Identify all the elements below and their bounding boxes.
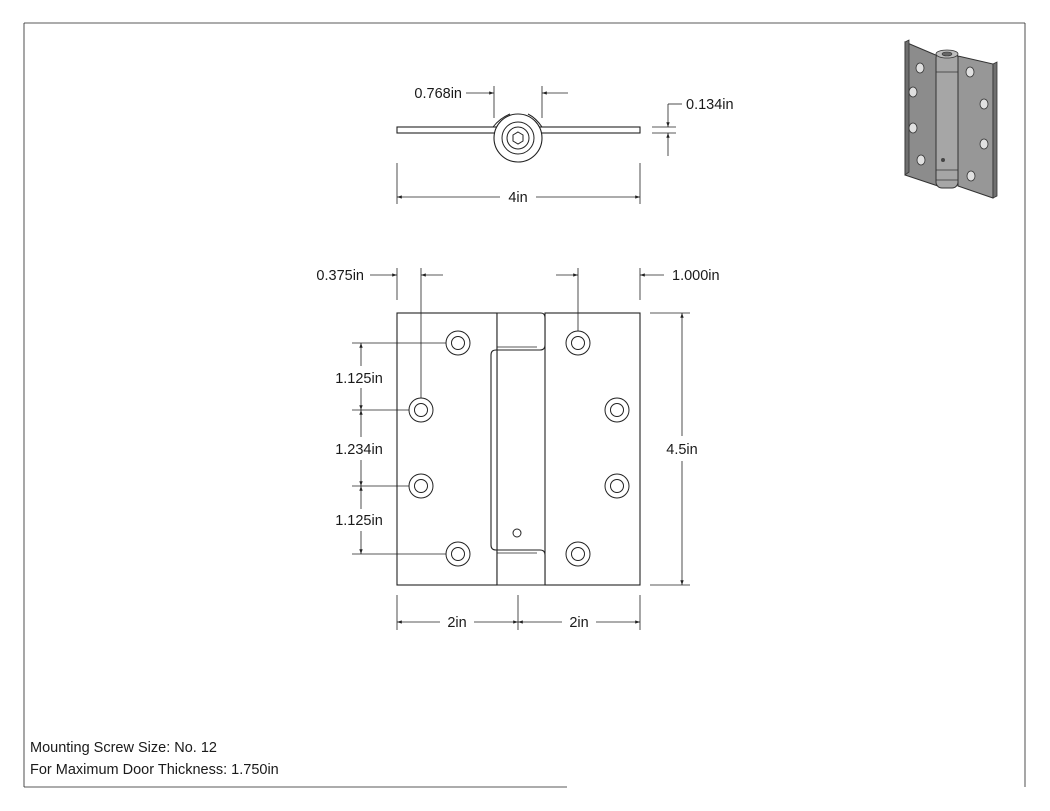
- dim-edge-to-hole-left: 0.375in: [316, 268, 364, 284]
- hinge-top-view: 0.768in 0.134in 4in: [396, 86, 734, 206]
- right-leaf: [544, 312, 641, 586]
- dim-leaf-width-right: 2in: [569, 615, 588, 631]
- dim-height: 4.5in: [666, 442, 697, 458]
- dim-leaf-thickness: 0.134in: [686, 97, 734, 113]
- spring-adjust-hole-icon: [512, 528, 522, 538]
- hex-socket-icon: [512, 131, 524, 145]
- dim-leaf-width-left: 2in: [447, 615, 466, 631]
- knuckle-barrel: [490, 312, 546, 586]
- dim-hole-spacing-1: 1.125in: [335, 371, 383, 387]
- note-door-thickness: For Maximum Door Thickness: 1.750in: [30, 762, 279, 778]
- dim-hole-spacing-3: 1.125in: [335, 513, 383, 529]
- left-leaf: [396, 312, 498, 586]
- dim-overall-width-top: 4in: [508, 190, 527, 206]
- note-screw-size: Mounting Screw Size: No. 12: [30, 740, 217, 756]
- dim-knuckle-width: 0.768in: [414, 86, 462, 102]
- dim-edge-to-hole-right: 1.000in: [672, 268, 720, 284]
- dim-hole-spacing-2: 1.234in: [335, 442, 383, 458]
- top-view-knuckle: [493, 113, 543, 163]
- hinge-front-view: 0.375in 1.000in 1.125in 1.234in 1.125in …: [316, 268, 720, 631]
- hinge-isometric-thumbnail: [904, 39, 998, 199]
- sheet-border: [23, 22, 1026, 788]
